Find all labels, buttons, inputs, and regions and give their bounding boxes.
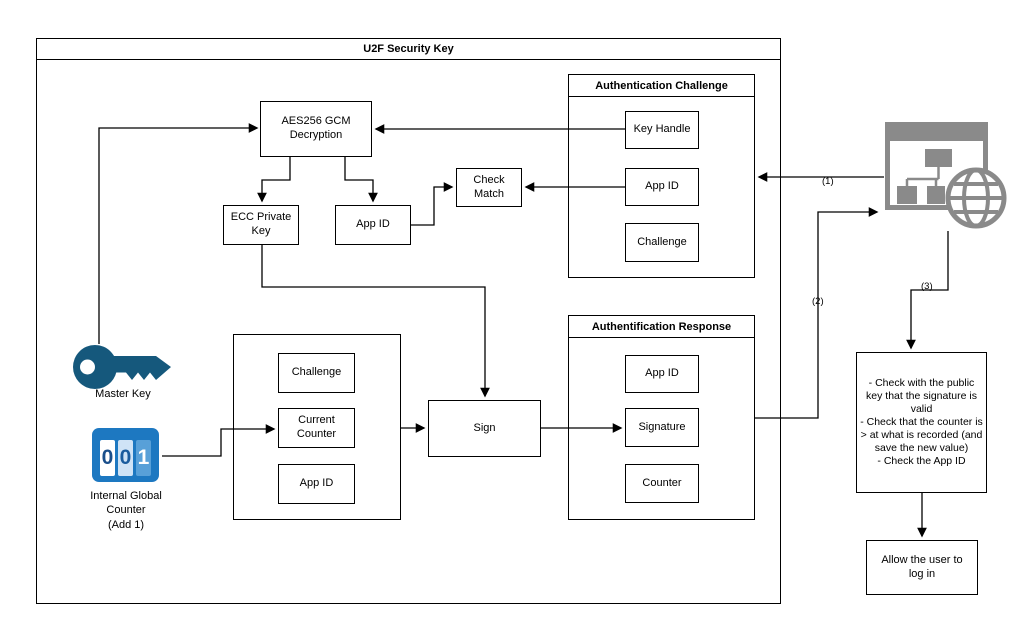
internal-counter-label: Internal Global Counter (Add 1) [90, 490, 162, 531]
counter-box: Counter [625, 464, 699, 503]
master-key-label: Master Key [95, 388, 151, 400]
counter-digit: 1 [136, 440, 151, 476]
signature-box: Signature [625, 408, 699, 447]
response-app-id-box: App ID [625, 355, 699, 393]
u2f-container-title: U2F Security Key [37, 39, 780, 60]
authentication-challenge-container: Authentication Challenge Key Handle App … [568, 74, 755, 278]
counter-icon: 0 0 1 [92, 428, 159, 482]
ecc-private-key-box: ECC Private Key [223, 205, 299, 245]
master-key-icon [73, 345, 171, 389]
current-counter-box: Current Counter [278, 408, 355, 448]
key-handle-box: Key Handle [625, 111, 699, 149]
sign-box: Sign [428, 400, 541, 457]
challenge-app-id-box: App ID [625, 168, 699, 206]
check-match-box: Check Match [456, 168, 522, 207]
sitemap-icon [897, 149, 952, 204]
allow-login-box: Allow the user to log in [866, 540, 978, 595]
step-1-label: (1) [822, 176, 834, 187]
aes-decryption-box: AES256 GCM Decryption [260, 101, 372, 157]
counter-digit: 0 [100, 440, 115, 476]
authentification-response-container: Authentification Response App ID Signatu… [568, 315, 755, 520]
counter-digit: 0 [118, 440, 133, 476]
globe-icon [945, 167, 1007, 229]
app-id-box: App ID [335, 205, 411, 245]
step-2-label: (2) [812, 296, 824, 307]
browser-globe-icon [885, 122, 1007, 229]
sign-inputs-container: Challenge Current Counter App ID [233, 334, 401, 520]
input-app-id-box: App ID [278, 464, 355, 504]
step-3-label: (3) [921, 281, 933, 292]
challenge-box: Challenge [625, 223, 699, 262]
input-challenge-box: Challenge [278, 353, 355, 393]
authentication-challenge-title: Authentication Challenge [569, 75, 754, 97]
server-checks-box: - Check with the public key that the sig… [856, 352, 987, 493]
authentification-response-title: Authentification Response [569, 316, 754, 338]
